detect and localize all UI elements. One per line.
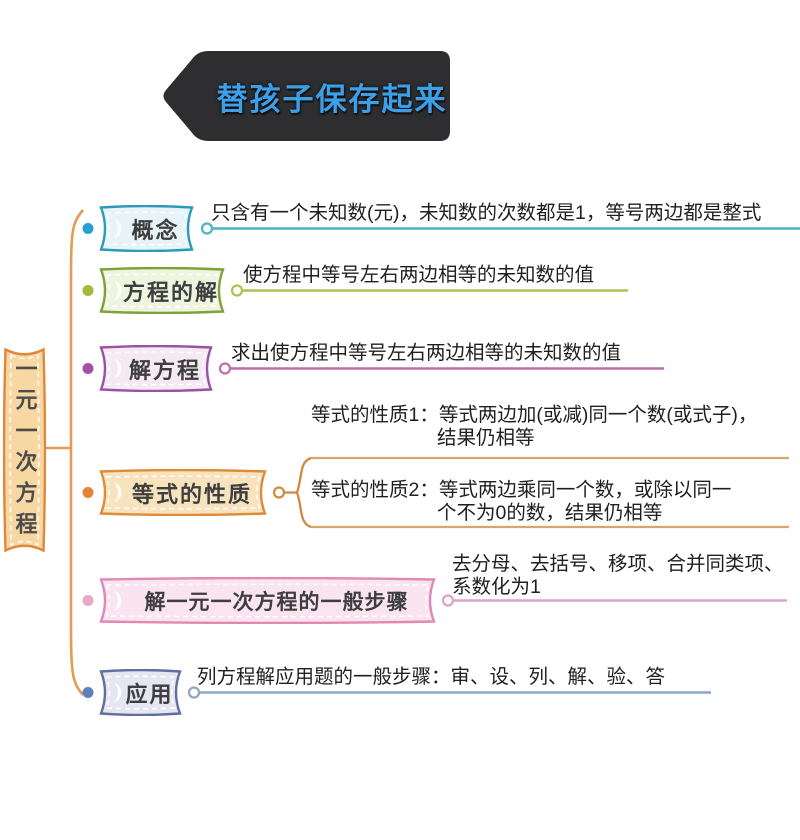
child-desc-property1-line2: 结果仍相等 (437, 427, 535, 449)
branch-node-label: 等式的性质 (131, 481, 252, 507)
branch-dot-concept (82, 223, 94, 234)
ribbon-shape (99, 669, 182, 716)
branch-node-steps[interactable]: 解一元一次方程的一般步骤 (97, 577, 438, 624)
ribbon-shape (99, 267, 225, 314)
branch-dot-solution (82, 285, 94, 296)
ribbon-shape (99, 345, 213, 392)
branch-node-solve[interactable]: 解方程 (97, 345, 215, 392)
ribbon-shape (99, 469, 267, 516)
crescent-decoration-icon (114, 358, 122, 379)
branch-node-concept[interactable]: 概念 (97, 205, 196, 252)
child-desc-property1-line1: 等式的性质1：等式两边加(或减)同一个数(或式子)， (311, 404, 758, 426)
child-desc-property2-line2: 个不为0的数，结果仍相等 (437, 502, 663, 524)
branch-port-concept (200, 222, 214, 235)
crescent-decoration-icon (114, 482, 122, 503)
branch-node-properties[interactable]: 等式的性质 (97, 469, 269, 516)
crescent-decoration-icon (114, 590, 122, 611)
root-node-label: 一元一次方程 (12, 357, 38, 543)
branch-node-label: 解方程 (128, 357, 201, 383)
branch-desc-steps-line2: 系数化为1 (452, 576, 541, 598)
branch-node-application[interactable]: 应用 (97, 669, 184, 716)
crescent-decoration-icon (114, 280, 122, 301)
branch-desc-steps-line1: 去分母、去括号、移项、合并同类项、 (452, 553, 784, 575)
ribbon-shape (3, 347, 46, 553)
branch-node-label: 概念 (131, 217, 180, 243)
branch-desc-solution: 使方程中等号左右两边相等的未知数的值 (243, 264, 595, 286)
branch-dot-solve (82, 363, 94, 374)
ribbon-shape (99, 205, 194, 252)
branch-desc-concept: 只含有一个未知数(元)，未知数的次数都是1，等号两边都是整式 (211, 202, 762, 224)
crescent-decoration-icon (114, 218, 122, 239)
branch-port-solve (218, 362, 232, 375)
branch-port-application (187, 686, 201, 699)
branch-brace-properties (284, 456, 312, 529)
crescent-decoration-icon (114, 682, 122, 703)
branch-node-label: 方程的解 (122, 279, 219, 305)
branch-desc-application: 列方程解应用题的一般步骤：审、设、列、解、验、答 (197, 666, 666, 688)
banner-arrow-shape (163, 51, 450, 141)
branch-node-solution[interactable]: 方程的解 (97, 267, 227, 314)
root-connector-line (46, 209, 84, 696)
branch-node-label: 应用 (125, 681, 174, 707)
root-node[interactable]: 一元一次方程 (3, 347, 46, 553)
branch-dot-properties (82, 487, 94, 498)
branch-node-label: 解一元一次方程的一般步骤 (144, 590, 409, 614)
child-desc-property2-line1: 等式的性质2：等式两边乘同一个数，或除以同一 (311, 479, 732, 501)
ribbon-shape (99, 577, 436, 624)
branch-dot-application (82, 687, 94, 698)
branch-port-solution (230, 284, 244, 297)
banner-title: 替孩子保存起来 (216, 81, 448, 117)
branch-desc-solve: 求出使方程中等号左右两边相等的未知数的值 (231, 342, 622, 364)
branch-port-properties (272, 486, 286, 499)
branch-dot-steps (82, 595, 94, 606)
banner-sticker: 替孩子保存起来 (152, 40, 464, 152)
